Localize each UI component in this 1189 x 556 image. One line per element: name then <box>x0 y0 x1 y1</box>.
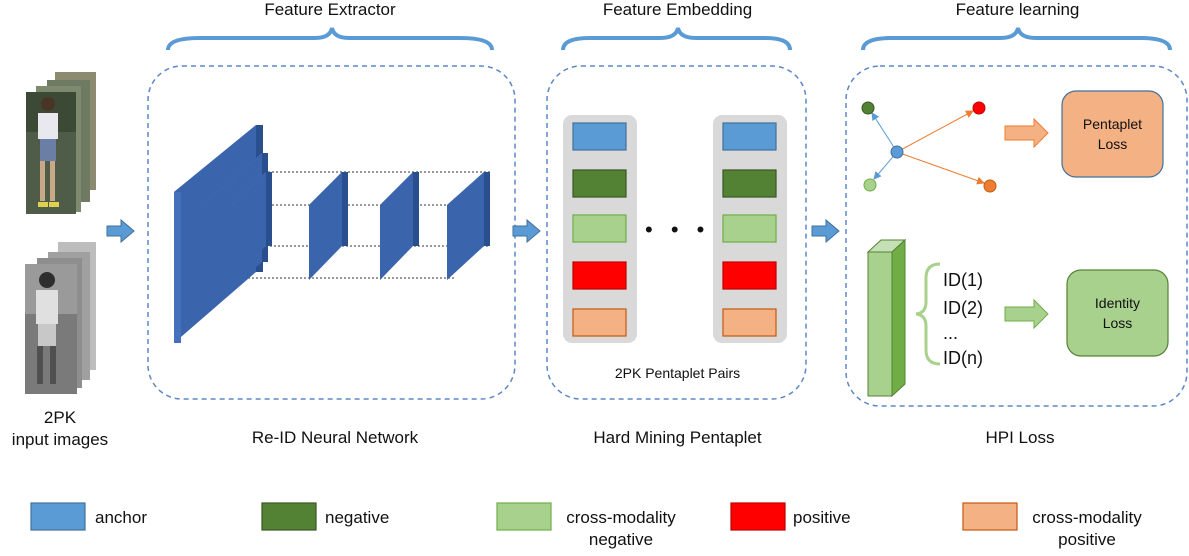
embedding-box-left-0 <box>572 122 627 151</box>
id-list: ID(1) ID(2) ... ID(n) <box>943 266 983 372</box>
extractor-brace <box>166 27 494 51</box>
legend-swatch-1 <box>261 502 317 531</box>
embedding-box-right-4 <box>722 308 777 337</box>
ellipsis: • • • <box>645 217 711 242</box>
pentaplet-loss-label: Pentaplet Loss <box>1062 114 1163 154</box>
input-count-label: 2PK <box>43 408 77 427</box>
embedding-arrow <box>811 218 840 244</box>
legend-cross-positive-label: cross-modality positive <box>1022 507 1152 551</box>
embedding-box-left-1 <box>572 169 627 198</box>
identity-loss-box <box>1066 269 1169 357</box>
legend-cross-positive-line1: cross-modality <box>1032 508 1142 527</box>
hpi-loss-label: HPI Loss <box>985 428 1055 447</box>
embedding-box-left-3 <box>572 261 627 290</box>
embedding-box-right-1 <box>722 169 777 198</box>
legend-cross-negative-label: cross-modality negative <box>556 507 686 551</box>
embedding-box-right-0 <box>722 122 777 151</box>
rgb-image-stack <box>26 72 96 214</box>
extractor-panel <box>147 65 516 400</box>
embedding-boxes <box>572 122 777 337</box>
legend-cross-negative-line1: cross-modality <box>566 508 676 527</box>
negative-node <box>861 101 875 115</box>
legend-cross-negative-line2: negative <box>588 530 654 549</box>
re-id-network-label: Re-ID Neural Network <box>251 428 419 447</box>
embedding-box-right-3 <box>722 261 777 290</box>
id-item: ID(2) <box>943 298 983 318</box>
identity-loss-label: Identity Loss <box>1067 293 1168 333</box>
id-brace <box>915 262 941 366</box>
pentaplet-arrow <box>1004 117 1049 149</box>
cross-modality-negative-node <box>863 178 877 192</box>
learning-panel <box>845 65 1188 407</box>
pentaplet-pairs-label: 2PK Pentaplet Pairs <box>614 365 741 381</box>
legend-swatch-0 <box>30 502 86 531</box>
legend-anchor-label: anchor <box>95 508 147 527</box>
identity-loss-line2: Loss <box>1102 315 1133 331</box>
legend-swatch-2 <box>496 502 552 531</box>
feature-extractor-header: Feature Extractor <box>264 0 396 19</box>
legend-negative-label: negative <box>325 508 390 527</box>
pentaplet-graph <box>861 101 997 193</box>
embedding-brace <box>561 27 792 51</box>
feature-embedding-header: Feature Embedding <box>602 0 753 19</box>
legend-positive-label: positive <box>793 508 851 527</box>
embedding-panel <box>546 65 807 400</box>
feature-vector-bar <box>866 238 907 398</box>
legend-cross-positive-line2: positive <box>1058 530 1116 549</box>
legend-swatch-3 <box>730 502 786 531</box>
cnn-layers <box>174 125 490 343</box>
identity-arrow <box>1004 298 1049 330</box>
pentaplet-loss-box <box>1061 90 1164 178</box>
id-item: ID(n) <box>943 348 983 368</box>
hard-mining-label: Hard Mining Pentaplet <box>593 428 762 447</box>
embedding-box-left-2 <box>572 214 627 243</box>
positive-node <box>972 101 986 115</box>
pentaplet-loss-line2: Loss <box>1097 136 1128 152</box>
pentaplet-loss-line1: Pentaplet <box>1082 116 1143 132</box>
input-arrow <box>106 218 135 244</box>
embedding-box-right-2 <box>722 214 777 243</box>
anchor-node <box>890 145 904 159</box>
legend-swatches <box>30 502 1018 531</box>
learning-brace <box>861 27 1172 51</box>
id-item: ID(1) <box>943 270 983 290</box>
extractor-arrow <box>512 218 541 244</box>
cross-modality-positive-node <box>983 179 997 193</box>
feature-learning-header: Feature learning <box>955 0 1080 19</box>
identity-loss-line1: Identity <box>1094 295 1141 311</box>
id-item: ... <box>943 323 959 343</box>
input-images-label: input images <box>11 430 109 449</box>
legend-swatch-4 <box>962 502 1018 531</box>
embedding-box-left-4 <box>572 308 627 337</box>
ir-image-stack <box>25 242 96 394</box>
